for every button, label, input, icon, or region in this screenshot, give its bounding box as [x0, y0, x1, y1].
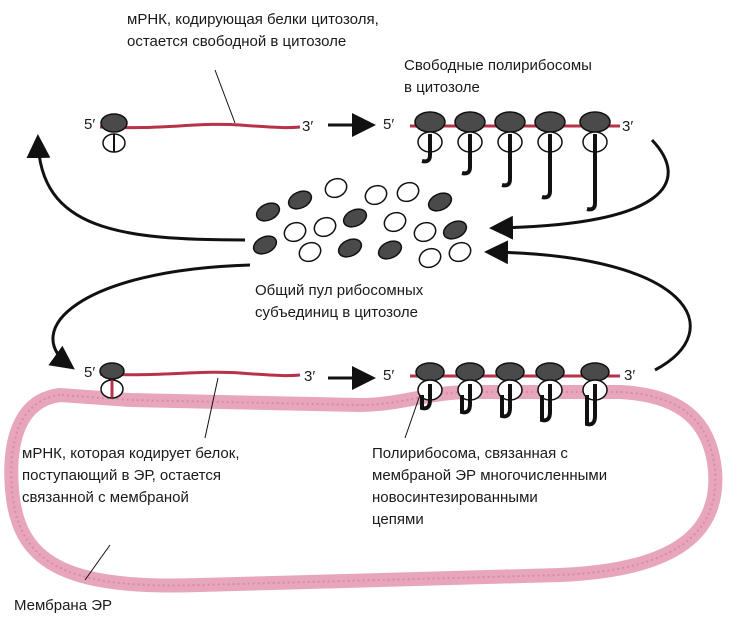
- small-subunit: [298, 241, 322, 263]
- ribosome: [535, 362, 565, 423]
- arrow-er-to-pool: [484, 240, 692, 372]
- ribosome: [495, 362, 525, 419]
- svg-text:5′: 5′: [84, 364, 95, 381]
- large-subunit: [255, 202, 281, 222]
- label-membrane: Мембрана ЭР: [14, 597, 112, 614]
- svg-text:связанной с мембраной: связанной с мембраной: [22, 489, 189, 506]
- svg-text:Общий пул рибосомных: Общий пул рибосомных: [255, 282, 424, 299]
- small-subunit: [324, 177, 348, 199]
- small-subunit: [413, 221, 437, 243]
- svg-text:мРНК, кодирующая белки цитозол: мРНК, кодирующая белки цитозоля,: [127, 11, 379, 28]
- arrow-pool-to-free: [26, 134, 246, 242]
- large-subunit: [442, 220, 468, 240]
- svg-text:5′: 5′: [383, 367, 394, 384]
- nascent-chain: [586, 134, 597, 212]
- svg-text:Свободные полирибосомы: Свободные полирибосомы: [404, 57, 592, 74]
- large-subunit: [287, 190, 313, 210]
- er-bound-mrna: 5′ 3′: [84, 362, 315, 399]
- five-prime-label: 5′: [84, 116, 95, 133]
- small-subunit: [396, 181, 420, 203]
- nascent-chain: [585, 384, 597, 427]
- ribosome: [414, 111, 446, 164]
- svg-text:цепями: цепями: [372, 511, 424, 528]
- ribosome: [455, 362, 485, 415]
- ribosome: [494, 111, 526, 188]
- small-subunit: [418, 247, 442, 269]
- svg-text:субъединиц в цитозоле: субъединиц в цитозоле: [255, 304, 418, 321]
- nascent-chain: [420, 384, 432, 411]
- svg-text:3′: 3′: [304, 368, 315, 385]
- nascent-chain: [460, 384, 472, 415]
- small-subunit: [383, 211, 407, 233]
- ribosome: [579, 111, 611, 212]
- large-subunit: [252, 235, 278, 255]
- small-subunit: [283, 221, 307, 243]
- large-subunit: [342, 208, 368, 228]
- ribosome-large-subunit: [100, 113, 128, 133]
- label-pool: Общий пул рибосомных субъединиц в цитозо…: [255, 282, 424, 321]
- label-free-mrna: мРНК, кодирующая белки цитозоля, остаетс…: [127, 11, 379, 50]
- large-subunit: [427, 192, 453, 212]
- large-subunit: [377, 240, 403, 260]
- nascent-chain: [541, 134, 552, 200]
- large-subunit: [337, 238, 363, 258]
- er-polysome: 5′ 3′: [383, 362, 635, 427]
- ribosome: [580, 362, 610, 427]
- ribosome-subunit-pool: [252, 177, 472, 269]
- three-prime-label: 3′: [302, 118, 313, 135]
- ribosome: [534, 111, 566, 200]
- svg-text:новосинтезированными: новосинтезированными: [372, 489, 538, 506]
- svg-text:поступающий в ЭР, остается: поступающий в ЭР, остается: [22, 467, 221, 484]
- small-subunit: [364, 184, 388, 206]
- label-er-polysome: Полирибосома, связанная с мембраной ЭР м…: [372, 445, 607, 528]
- svg-text:остается свободной в цитозоле: остается свободной в цитозоле: [127, 33, 346, 50]
- free-mrna: 5′ 3′: [84, 113, 313, 153]
- nascent-chain: [500, 384, 512, 419]
- svg-text:Полирибосома, связанная с: Полирибосома, связанная с: [372, 445, 568, 462]
- svg-text:3′: 3′: [622, 118, 633, 135]
- arrow-pool-to-er: [48, 263, 251, 370]
- ribosome: [415, 362, 445, 411]
- free-polysome: 5′ 3′: [383, 111, 633, 212]
- nascent-chain: [421, 134, 432, 164]
- svg-text:5′: 5′: [383, 116, 394, 133]
- nascent-chain: [540, 384, 552, 423]
- ribosome: [454, 111, 486, 176]
- svg-text:мРНК, которая кодирует белок,: мРНК, которая кодирует белок,: [22, 445, 240, 462]
- small-subunit: [448, 241, 472, 263]
- label-free-polysomes: Свободные полирибосомы в цитозоле: [404, 57, 592, 96]
- svg-text:в цитозоле: в цитозоле: [404, 79, 480, 96]
- svg-text:3′: 3′: [624, 367, 635, 384]
- svg-text:мембраной ЭР многочисленными: мембраной ЭР многочисленными: [372, 467, 607, 484]
- nascent-chain: [501, 134, 512, 188]
- nascent-chain: [461, 134, 472, 176]
- label-er-mrna: мРНК, которая кодирует белок, поступающи…: [22, 445, 240, 506]
- arrow-free-to-pool: [489, 138, 670, 240]
- small-subunit: [313, 216, 337, 238]
